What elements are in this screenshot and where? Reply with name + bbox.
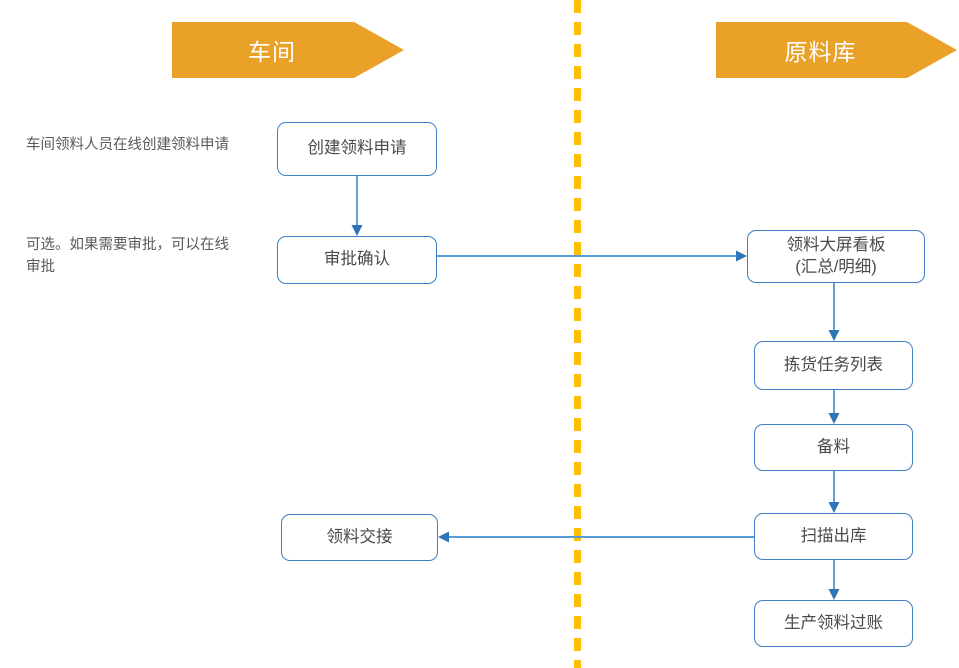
lane-banner-workshop: 车间 bbox=[172, 22, 404, 78]
node-create-material-request[interactable]: 创建领料申请 bbox=[277, 122, 437, 176]
node-approval-confirm[interactable]: 审批确认 bbox=[277, 236, 437, 284]
lane-banner-workshop-label: 车间 bbox=[248, 39, 296, 65]
node-material-preparation[interactable]: 备料 bbox=[754, 424, 913, 471]
node-production-issue-posting[interactable]: 生产领料过账 bbox=[754, 600, 913, 647]
lane-banner-warehouse-label: 原料库 bbox=[784, 39, 857, 65]
node-material-dashboard[interactable]: 领料大屏看板 (汇总/明细) bbox=[747, 230, 925, 283]
annotation-create-material-request: 车间领料人员在线创建领料申请 bbox=[26, 137, 229, 153]
lane-divider-dashed bbox=[574, 0, 581, 668]
node-material-handover[interactable]: 领料交接 bbox=[281, 514, 438, 561]
edge-pick-list-to-prepare bbox=[828, 390, 840, 424]
edge-dashboard-to-pick-list bbox=[828, 283, 840, 341]
annotation-approval-confirm: 可选。如果需要审批，可以在线审批 bbox=[26, 237, 229, 276]
node-scan-outbound[interactable]: 扫描出库 bbox=[754, 513, 913, 560]
node-picking-task-list[interactable]: 拣货任务列表 bbox=[754, 341, 913, 390]
edge-scan-out-to-post-issue bbox=[828, 560, 840, 600]
edge-approve-to-dashboard bbox=[437, 250, 747, 262]
lane-banner-warehouse: 原料库 bbox=[716, 22, 957, 78]
edge-create-to-approve bbox=[351, 176, 363, 236]
edge-prepare-to-scan-out bbox=[828, 471, 840, 513]
edge-scan-out-to-handover bbox=[438, 531, 754, 543]
